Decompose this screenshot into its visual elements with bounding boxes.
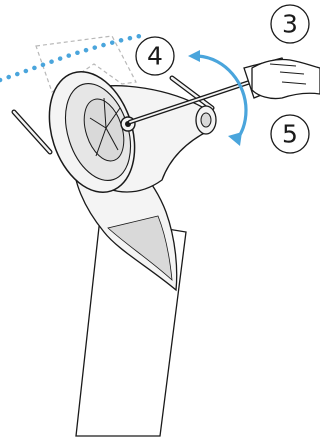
step-marker-5: 5 [271, 115, 309, 153]
step-label-3: 3 [282, 10, 298, 39]
step-marker-4: 4 [136, 37, 174, 75]
step-marker-3: 3 [271, 5, 309, 43]
housing-right-stub [196, 106, 216, 134]
step-label-4: 4 [147, 42, 163, 71]
bolt-left [14, 112, 50, 152]
hand-icon [252, 59, 320, 98]
step-label-5: 5 [282, 120, 298, 149]
